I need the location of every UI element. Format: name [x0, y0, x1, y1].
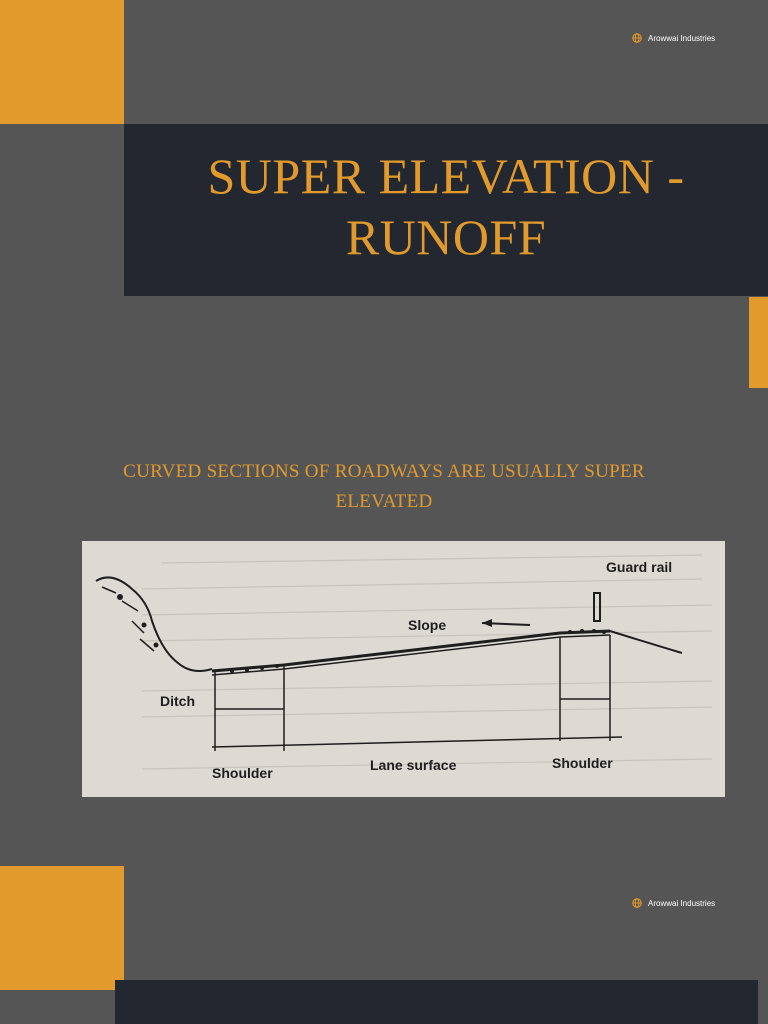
accent-block-right	[749, 297, 768, 388]
brand-name: Arowwai Industries	[648, 33, 716, 43]
accent-block-top-left	[0, 0, 124, 124]
cross-section-drawing	[95, 554, 713, 770]
subtitle: CURVED SECTIONS OF ROADWAYS ARE USUALLY …	[0, 457, 768, 518]
label-lane-surface: Lane surface	[370, 757, 457, 773]
title-panel	[124, 124, 768, 296]
label-slope: Slope	[408, 617, 447, 633]
label-shoulder-right: Shoulder	[552, 755, 613, 771]
subtitle-line-1: CURVED SECTIONS OF ROADWAYS ARE USUALLY …	[123, 461, 645, 482]
brand-name: Arowwai Industries	[648, 898, 716, 908]
embankment-right	[609, 630, 683, 654]
guard-rail	[593, 592, 601, 622]
accent-block-bottom-left	[0, 866, 124, 990]
footer-panel	[115, 980, 758, 1024]
label-shoulder-left: Shoulder	[212, 765, 273, 781]
road-surface	[211, 629, 611, 673]
subtitle-line-2: ELEVATED	[335, 491, 433, 513]
title-line-2: RUNOFF	[345, 209, 547, 265]
globe-icon	[632, 33, 642, 43]
brand-footer: Arowwai Industries	[632, 898, 715, 908]
embankment-left	[95, 576, 213, 672]
page-title: SUPER ELEVATION - RUNOFF	[124, 146, 768, 268]
background-text-lines	[141, 554, 713, 770]
label-ditch: Ditch	[160, 693, 195, 709]
brand-header: Arowwai Industries	[632, 33, 715, 43]
globe-icon	[632, 898, 642, 908]
label-guard-rail: Guard rail	[606, 559, 673, 575]
title-line-1: SUPER ELEVATION -	[207, 148, 685, 204]
roadway-cross-section-figure: Guard rail Slope Ditch Shoulder Lane sur…	[82, 541, 725, 797]
